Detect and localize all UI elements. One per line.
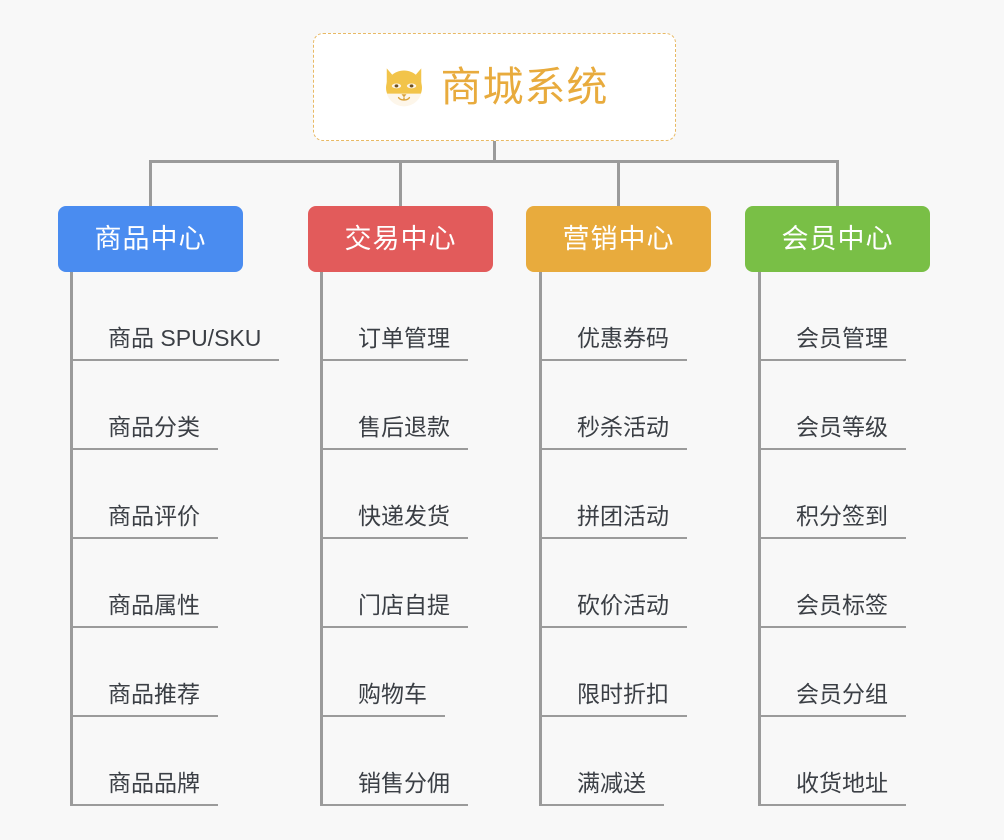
- leaf-item[interactable]: 售后退款: [320, 361, 468, 450]
- leaf-item[interactable]: 收货地址: [758, 717, 906, 806]
- leaf-item-label: 满减送: [577, 770, 646, 796]
- leaf-item-label: 会员标签: [796, 592, 888, 618]
- leaf-item[interactable]: 商品品牌: [70, 717, 218, 806]
- leaf-item[interactable]: 商品属性: [70, 539, 218, 628]
- connector-root-stem: [493, 141, 496, 163]
- leaf-item-label: 门店自提: [358, 592, 450, 618]
- leaf-item[interactable]: 商品分类: [70, 361, 218, 450]
- leaf-item[interactable]: 限时折扣: [539, 628, 687, 717]
- category-label: 商品中心: [94, 223, 207, 254]
- leaf-item-label: 拼团活动: [577, 503, 669, 529]
- leaf-trunk-line: [758, 272, 761, 806]
- leaf-item-label: 购物车: [358, 681, 427, 707]
- leaf-item-label: 积分签到: [796, 503, 888, 529]
- leaf-item[interactable]: 积分签到: [758, 450, 906, 539]
- leaf-item[interactable]: 商品评价: [70, 450, 218, 539]
- leaf-item-label: 销售分佣: [358, 770, 450, 796]
- leaf-item-label: 订单管理: [358, 325, 450, 351]
- leaf-item[interactable]: 会员标签: [758, 539, 906, 628]
- category-label: 交易中心: [344, 223, 457, 254]
- leaf-item-label: 会员管理: [796, 325, 888, 351]
- leaf-item-label: 商品评价: [108, 503, 200, 529]
- connector-drop-1: [149, 160, 152, 206]
- leaf-item[interactable]: 满减送: [539, 717, 664, 806]
- category-box-4[interactable]: 会员中心: [745, 206, 930, 272]
- leaf-item[interactable]: 商品推荐: [70, 628, 218, 717]
- leaf-trunk-line: [539, 272, 542, 806]
- leaf-item[interactable]: 商品 SPU/SKU: [70, 272, 280, 361]
- leaf-item-label: 商品品牌: [108, 770, 200, 796]
- leaf-item-label: 砍价活动: [577, 592, 669, 618]
- leaf-item[interactable]: 秒杀活动: [539, 361, 687, 450]
- category-box-1[interactable]: 商品中心: [58, 206, 243, 272]
- connector-horizontal-bus: [149, 160, 839, 163]
- leaf-trunk-line: [70, 272, 73, 806]
- leaf-item[interactable]: 拼团活动: [539, 450, 687, 539]
- leaf-item[interactable]: 快递发货: [320, 450, 468, 539]
- leaf-item-label: 商品推荐: [108, 681, 200, 707]
- leaf-item[interactable]: 会员管理: [758, 272, 906, 361]
- leaf-item[interactable]: 会员分组: [758, 628, 906, 717]
- leaf-item-label: 商品分类: [108, 414, 200, 440]
- leaf-item[interactable]: 会员等级: [758, 361, 906, 450]
- leaf-item[interactable]: 门店自提: [320, 539, 468, 628]
- leaf-item-label: 售后退款: [358, 414, 450, 440]
- leaf-item-label: 会员分组: [796, 681, 888, 707]
- connector-drop-3: [617, 160, 620, 206]
- root-node[interactable]: 商城系统: [313, 33, 676, 141]
- category-label: 会员中心: [781, 223, 894, 254]
- category-box-3[interactable]: 营销中心: [526, 206, 711, 272]
- shiba-dog-face-icon: [385, 68, 422, 107]
- category-label: 营销中心: [562, 223, 675, 254]
- category-box-2[interactable]: 交易中心: [308, 206, 493, 272]
- leaf-item[interactable]: 订单管理: [320, 272, 468, 361]
- leaf-item-label: 商品 SPU/SKU: [108, 325, 262, 351]
- leaf-item-label: 快递发货: [358, 503, 450, 529]
- leaf-item-label: 商品属性: [108, 592, 200, 618]
- leaf-item[interactable]: 砍价活动: [539, 539, 687, 628]
- leaf-item-label: 收货地址: [796, 770, 888, 796]
- leaf-item-label: 会员等级: [796, 414, 888, 440]
- connector-drop-2: [399, 160, 402, 206]
- leaf-item[interactable]: 购物车: [320, 628, 445, 717]
- connector-drop-4: [836, 160, 839, 206]
- leaf-item-label: 优惠券码: [577, 325, 669, 351]
- leaf-item[interactable]: 优惠券码: [539, 272, 687, 361]
- leaf-trunk-line: [320, 272, 323, 806]
- leaf-item[interactable]: 销售分佣: [320, 717, 468, 806]
- leaf-item-label: 秒杀活动: [577, 414, 669, 440]
- root-title: 商城系统: [440, 63, 609, 110]
- leaf-item-label: 限时折扣: [577, 681, 669, 707]
